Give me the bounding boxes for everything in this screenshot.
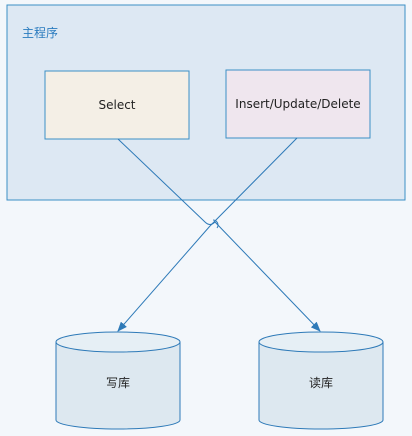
read-db-cylinder xyxy=(258,331,384,430)
main-program-title: 主程序 xyxy=(22,26,59,40)
write-db-cylinder xyxy=(55,331,181,430)
select-box xyxy=(44,70,190,140)
write-db-label: 写库 xyxy=(105,375,130,390)
write-ops-label: Insert/Update/Delete xyxy=(235,97,361,111)
select-to-read-db-arrow xyxy=(117,138,321,332)
select-label: Select xyxy=(98,98,136,112)
read-db-label: 读库 xyxy=(308,375,333,390)
write-ops-box xyxy=(225,69,371,139)
write-ops-to-write-db-arrow xyxy=(117,137,298,332)
line-crossover-hop xyxy=(212,219,219,229)
